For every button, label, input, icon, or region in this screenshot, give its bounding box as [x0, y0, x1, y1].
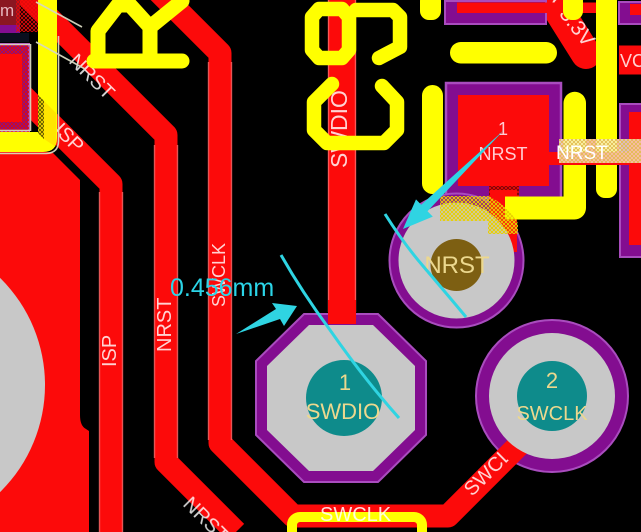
svg-text:1: 1 — [498, 119, 508, 139]
svg-text:SWDIO: SWDIO — [306, 399, 381, 424]
svg-text:VC: VC — [620, 51, 641, 71]
svg-text:SWDIO: SWDIO — [326, 90, 352, 168]
svg-text:0.456mm: 0.456mm — [170, 274, 274, 302]
svg-text:SWCLK: SWCLK — [320, 504, 392, 526]
svg-text:SWCLK: SWCLK — [209, 243, 229, 307]
svg-text:NRST: NRST — [556, 143, 608, 164]
svg-text:2: 2 — [546, 368, 558, 393]
svg-text:m: m — [0, 1, 14, 20]
svg-text:NRST: NRST — [154, 298, 176, 352]
svg-text:ISP: ISP — [99, 335, 121, 367]
svg-text:NRST: NRST — [424, 252, 490, 279]
svg-text:SWCLK: SWCLK — [516, 403, 588, 425]
svg-text:NRST: NRST — [479, 144, 528, 164]
svg-text:1: 1 — [339, 370, 351, 395]
